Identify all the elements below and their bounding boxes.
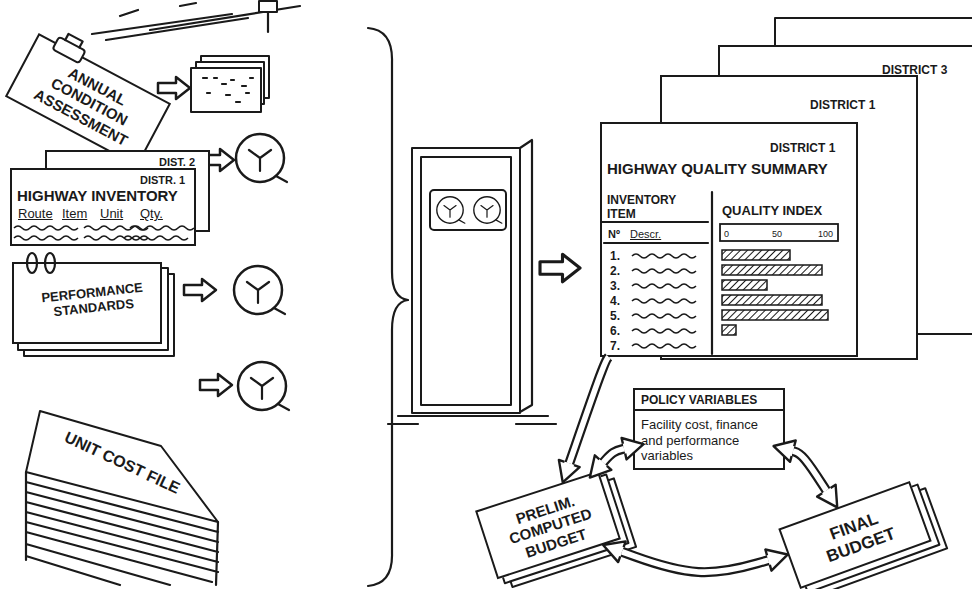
input-arrow <box>158 77 190 99</box>
document-title: PERFORMANCE STANDARDS <box>33 280 153 322</box>
binder-ring <box>27 253 37 273</box>
arrow-channel <box>622 552 768 572</box>
entry-line <box>124 236 188 240</box>
flow-arrow <box>569 357 608 463</box>
scale-number: 50 <box>772 229 782 239</box>
row-number: 4. <box>610 295 620 309</box>
entry-line <box>632 269 696 273</box>
policy-box: POLICY VARIABLES Facility cost, finance a… <box>633 388 785 470</box>
floor-line <box>388 140 556 424</box>
road-sign <box>259 1 277 12</box>
quality-bar <box>722 250 790 260</box>
input-arrow <box>184 279 216 301</box>
column-header: Item <box>62 207 87 222</box>
column-header: Qty. <box>140 207 163 222</box>
node-outline <box>26 411 218 522</box>
entry-line <box>632 284 696 288</box>
punch-card <box>191 68 261 112</box>
arrow-channel <box>793 451 826 490</box>
entry-line <box>632 314 696 318</box>
quality-bar <box>722 325 736 335</box>
binder-document: PERFORMANCE STANDARDS <box>12 262 162 344</box>
arrow-outline <box>793 451 826 490</box>
column-header: QUALITY INDEX <box>722 204 822 219</box>
entry-line <box>84 226 148 230</box>
row-number: 3. <box>610 280 620 294</box>
arrow-outline <box>569 357 608 463</box>
grouping-brace <box>368 28 408 586</box>
entry-line <box>130 226 194 230</box>
board-clip <box>52 31 88 64</box>
report-sheet: DISTRICT 1 HIGHWAY QUALITY SUMMARY INVENTO… <box>600 122 858 357</box>
column-header: INVENTORY ITEM <box>607 194 692 222</box>
row-number: 2. <box>610 265 620 279</box>
sheet-tag: DISTRICT 1 <box>810 99 875 113</box>
box-heading: POLICY VARIABLES <box>641 394 757 408</box>
document-title: HIGHWAY QUALITY SUMMARY <box>607 160 828 177</box>
computer-reel <box>437 197 465 223</box>
computer-door <box>421 157 511 405</box>
card-holes <box>203 78 253 102</box>
row-number: 6. <box>610 325 620 339</box>
document-title: HIGHWAY INVENTORY <box>17 187 178 204</box>
row-number: 1. <box>610 250 620 264</box>
arrow-channel <box>569 357 608 463</box>
entry-line <box>632 329 696 333</box>
scale-number: 100 <box>818 229 833 239</box>
budget-sheet: PRELIM. COMPUTED BUDGET <box>475 471 621 580</box>
arrow-outline <box>622 552 768 572</box>
quality-bar <box>722 280 767 290</box>
budget-sheet: FINAL BUDGET <box>778 481 931 589</box>
heading-rule <box>634 409 784 411</box>
input-arrow <box>200 374 232 396</box>
board-clip <box>52 37 85 63</box>
entry-line <box>84 236 148 240</box>
tape-reel <box>234 266 285 314</box>
quality-bar <box>722 265 822 275</box>
flow-arrow <box>793 451 826 490</box>
box-body: Facility cost, finance and performance v… <box>641 417 781 464</box>
card-file: UNIT COST FILE <box>25 410 220 525</box>
reel-panel <box>430 190 506 230</box>
entry-line <box>14 226 78 230</box>
sheet-tag: DISTR. 1 <box>140 174 185 187</box>
tape-reel <box>236 134 287 182</box>
document-title: FINAL BUDGET <box>804 500 911 571</box>
column-header: Route <box>18 207 53 222</box>
column-header: Descr. <box>630 228 661 241</box>
quality-bar <box>722 295 822 305</box>
entry-line <box>632 299 696 303</box>
row-number: 5. <box>610 310 620 324</box>
output-arrow <box>540 254 580 282</box>
binder-ring <box>45 253 55 273</box>
tape-reel <box>238 362 289 410</box>
document-title: ANNUAL CONDITION ASSESSMENT <box>23 50 155 153</box>
sign-post <box>267 12 269 32</box>
arrow-channel <box>603 449 624 463</box>
scale-number: 0 <box>724 229 729 239</box>
quality-bar <box>722 310 828 320</box>
sheet-tag: DIST. 2 <box>159 156 195 169</box>
document-title: PRELIM. COMPUTED BUDGET <box>490 485 611 568</box>
flow-arrow <box>603 449 624 463</box>
column-header: Nº <box>608 228 620 241</box>
board-clip <box>65 34 82 48</box>
row-number: 7. <box>610 340 620 354</box>
clipboard-document: ANNUAL CONDITION ASSESSMENT <box>5 33 171 167</box>
flow-arrow <box>622 552 768 572</box>
column-header: Unit <box>100 207 123 222</box>
arrow-outline <box>603 449 624 463</box>
entry-line <box>632 254 696 258</box>
computer-reel <box>474 197 502 223</box>
sheet-tag: DISTRICT 1 <box>770 142 835 156</box>
entry-line <box>632 344 696 348</box>
scale-box <box>720 224 838 241</box>
table-rule <box>602 192 712 354</box>
entry-line <box>14 236 78 240</box>
computer-cabinet <box>412 148 520 413</box>
inventory-sheet: DISTR. 1HIGHWAY INVENTORY Route Item Unit Qt… <box>10 168 196 246</box>
